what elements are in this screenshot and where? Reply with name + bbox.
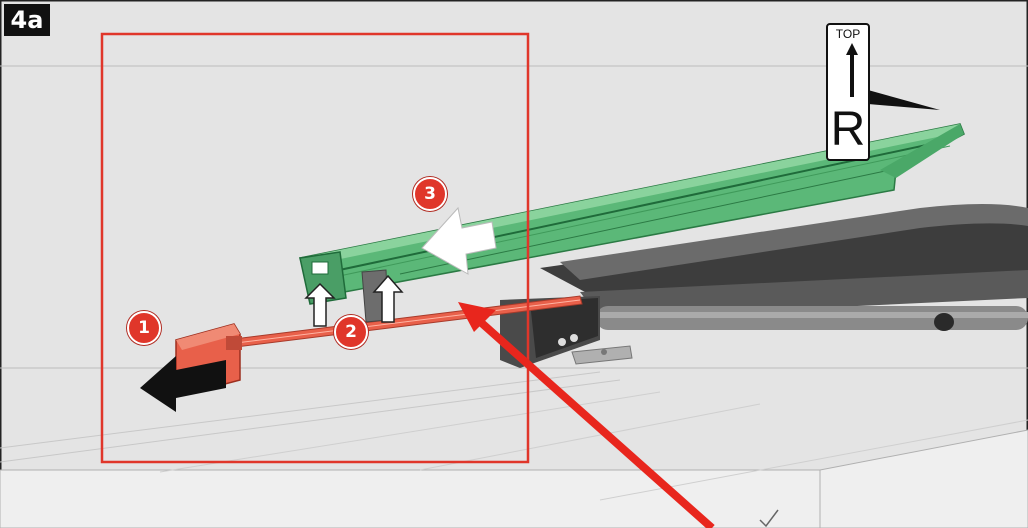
up-arrow-shaft	[850, 53, 854, 97]
tag-top-label: TOP	[835, 27, 861, 41]
up-arrow-icon	[846, 43, 858, 55]
lift-arrows	[304, 274, 404, 327]
tag-pointer	[868, 90, 940, 110]
roller-end-cap	[934, 313, 954, 331]
slide-arrow	[421, 206, 497, 275]
callout-arrow	[458, 302, 715, 528]
marker-3: 3	[413, 177, 447, 211]
check-mark	[759, 509, 779, 528]
pull-arrow	[140, 356, 226, 412]
step-label: 4a	[4, 4, 50, 36]
marker-2: 2	[334, 315, 368, 349]
tag-side-letter: R	[830, 103, 866, 156]
roller-housing	[540, 204, 1028, 331]
marker-1: 1	[127, 311, 161, 345]
lift-arrow-left	[304, 282, 336, 327]
orientation-tag: TOP R	[826, 23, 870, 161]
rail-bracket	[500, 296, 633, 368]
highlight-box	[100, 32, 530, 464]
